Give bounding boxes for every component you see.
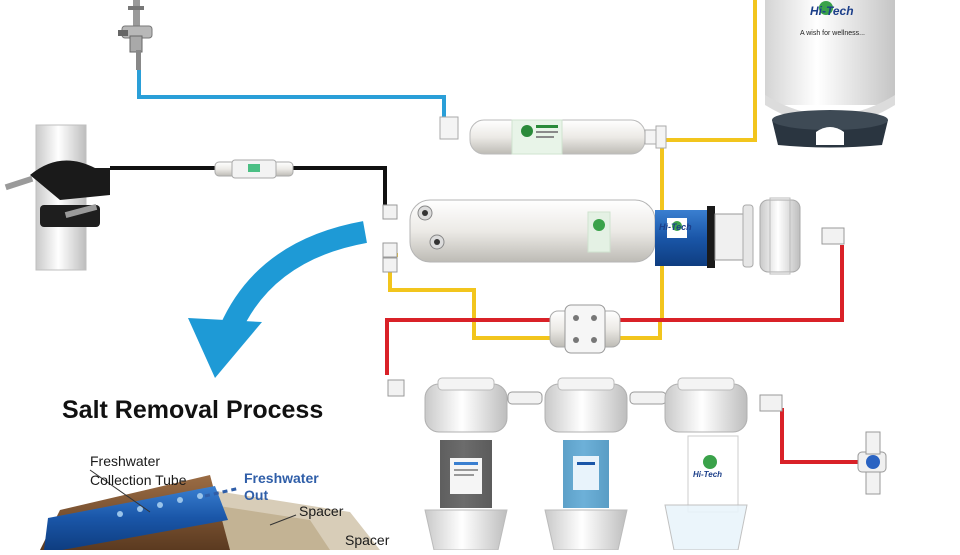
auto-shutoff-valve [549, 304, 621, 354]
spacer-label-2: Spacer [345, 532, 390, 548]
collection-tube-label-line2: Collection Tube [90, 472, 187, 488]
sediment-carbon-filter [387, 377, 508, 551]
freshwater-out-label-line2: Out [244, 487, 269, 503]
drain-saddle-clamp [4, 124, 110, 271]
post-carbon-filter [439, 116, 667, 155]
collection-tube-label-line1: Freshwater [90, 453, 161, 469]
carbon-block-filter [507, 377, 628, 551]
process-arrow-icon [188, 221, 368, 378]
collection-tube-label: Freshwater Collection Tube [90, 452, 187, 490]
storage-tank [765, 0, 895, 148]
drain-valve [857, 431, 887, 495]
spacer-label-1: Spacer [299, 503, 344, 519]
salt-removal-heading: Salt Removal Process [62, 396, 324, 424]
tank-brand-logo: Hi-Tech [810, 4, 854, 18]
flow-restrictor [214, 159, 294, 179]
spun-sediment-filter [629, 377, 783, 551]
freshwater-out-label-line1: Freshwater [244, 470, 319, 486]
inlet-blue-pipe [137, 68, 446, 125]
membrane-cutaway [40, 469, 380, 550]
ro-membrane-housing [382, 197, 845, 275]
tank-slogan: A wish for wellness... [800, 30, 865, 37]
membrane-brand-logo: Hi-Tech [659, 222, 692, 232]
freshwater-out-label: Freshwater Out [244, 470, 319, 504]
inlet-valve [118, 0, 153, 70]
feed-black-pipe [110, 166, 387, 212]
pre-filter-stages [387, 377, 783, 551]
product-yellow-pipes [388, 0, 757, 340]
filter-brand-logo: Hi-Tech [693, 470, 723, 479]
